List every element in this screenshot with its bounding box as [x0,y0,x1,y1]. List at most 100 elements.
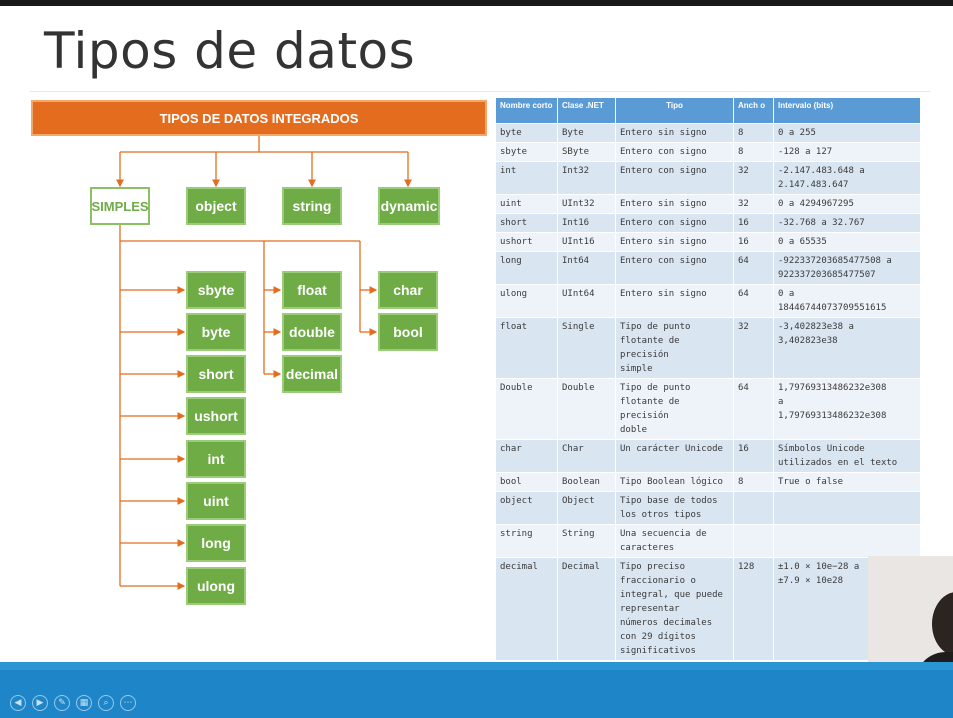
cell-net-class: String [557,524,616,558]
cell-short-name: uint [495,194,558,214]
cell-type: Un carácter Unicode [615,439,734,473]
cell-width: 32 [733,161,774,195]
cell-type: Entero con signo [615,213,734,233]
window-top-bar [0,0,953,6]
cell-type: Tipo de punto flotante de precisión simp… [615,317,734,379]
more-icon[interactable]: ⋯ [120,695,136,711]
cell-width: 8 [733,472,774,492]
node-ulong: ulong [186,567,246,605]
cell-width: 128 [733,557,774,661]
cell-net-class: Decimal [557,557,616,661]
header-width: Anch o [733,97,774,124]
cell-short-name: short [495,213,558,233]
presenter-head [932,592,953,656]
cell-range: -32.768 a 32.767 [773,213,921,233]
cell-short-name: string [495,524,558,558]
cell-range: Símbolos Unicode utilizados en el texto [773,439,921,473]
cell-short-name: decimal [495,557,558,661]
cell-type: Entero sin signo [615,123,734,143]
header-type: Tipo [615,97,734,124]
next-icon[interactable]: ▶ [32,695,48,711]
node-double: double [282,313,342,351]
prev-icon[interactable]: ◀ [10,695,26,711]
types-diagram: TIPOS DE DATOS INTEGRADOS SIMPLES object… [0,0,487,660]
cell-width: 64 [733,378,774,440]
cell-short-name: long [495,251,558,285]
cell-short-name: object [495,491,558,525]
cell-width: 16 [733,439,774,473]
node-ushort: ushort [186,397,246,435]
node-long: long [186,524,246,562]
cell-range: -128 a 127 [773,142,921,162]
node-simples: SIMPLES [90,187,150,225]
cell-net-class: UInt32 [557,194,616,214]
cell-net-class: UInt64 [557,284,616,318]
table-header-row: Nombre corto Clase .NET Tipo Anch o Inte… [495,97,921,124]
cell-width [733,524,774,558]
cell-type: Entero con signo [615,161,734,195]
cell-range: -2.147.483.648 a 2.147.483.647 [773,161,921,195]
cell-width [733,491,774,525]
zoom-icon[interactable]: ⌕ [98,695,114,711]
cell-net-class: Int16 [557,213,616,233]
node-dynamic: dynamic [378,187,440,225]
node-object: object [186,187,246,225]
cell-range: True o false [773,472,921,492]
presenter-controls: ◀ ▶ ✎ ▦ ⌕ ⋯ [10,695,136,711]
cell-net-class: Single [557,317,616,379]
cell-width: 64 [733,251,774,285]
cell-width: 32 [733,317,774,379]
cell-type: Tipo Boolean lógico [615,472,734,492]
presentation-bottom-bar [0,662,953,718]
pen-icon[interactable]: ✎ [54,695,70,711]
node-char: char [378,271,438,309]
cell-short-name: byte [495,123,558,143]
cell-short-name: bool [495,472,558,492]
cell-type: Entero con signo [615,251,734,285]
cell-type: Entero sin signo [615,194,734,214]
node-float: float [282,271,342,309]
node-byte: byte [186,313,246,351]
cell-short-name: ushort [495,232,558,252]
cell-type: Entero sin signo [615,284,734,318]
node-bool: bool [378,313,438,351]
cell-range: -3,402823e38 a 3,402823e38 [773,317,921,379]
cell-net-class: Int64 [557,251,616,285]
types-table: Nombre corto Clase .NET Tipo Anch o Inte… [495,97,921,661]
cell-short-name: sbyte [495,142,558,162]
diagram-connectors [116,136,412,590]
cell-short-name: Double [495,378,558,440]
cell-net-class: Int32 [557,161,616,195]
cell-type: Tipo preciso fraccionario o integral, qu… [615,557,734,661]
cell-net-class: Double [557,378,616,440]
types-table-container: Nombre corto Clase .NET Tipo Anch o Inte… [495,97,921,661]
cell-range [773,524,921,558]
cell-type: Entero sin signo [615,232,734,252]
cell-type: Tipo base de todos los otros tipos [615,491,734,525]
cell-width: 8 [733,123,774,143]
cell-net-class: Boolean [557,472,616,492]
cell-range: 0 a 4294967295 [773,194,921,214]
cell-range: 0 a 18446744073709551615 [773,284,921,318]
slides-icon[interactable]: ▦ [76,695,92,711]
header-net-class: Clase .NET [557,97,616,124]
cell-width: 32 [733,194,774,214]
builtin-types-header: TIPOS DE DATOS INTEGRADOS [31,100,487,136]
cell-width: 16 [733,213,774,233]
cell-net-class: UInt16 [557,232,616,252]
cell-net-class: SByte [557,142,616,162]
slide-title: Tipos de datos [44,22,416,80]
